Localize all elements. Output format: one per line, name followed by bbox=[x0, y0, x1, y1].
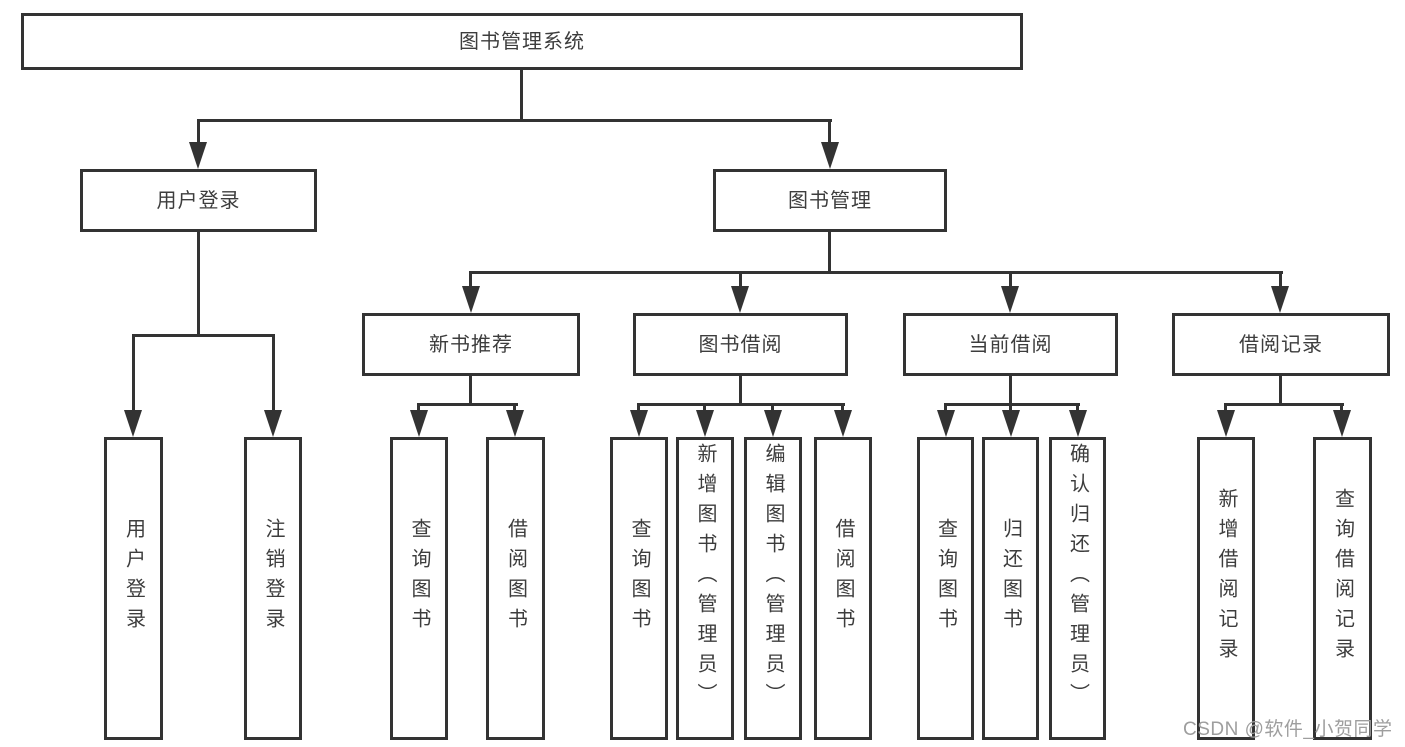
node-label: 查询图书 bbox=[408, 517, 430, 638]
node-label: 借阅记录 bbox=[1239, 333, 1323, 356]
leaf-confirm-return-admin: 确认归还（管理员） bbox=[1049, 437, 1106, 740]
connector-hline bbox=[132, 334, 275, 337]
connector-vline bbox=[469, 374, 472, 405]
node-label: 当前借阅 bbox=[968, 333, 1053, 356]
node-label: 图书管理系统 bbox=[459, 30, 585, 53]
node-label: 查询图书 bbox=[628, 517, 650, 638]
leaf-user-login: 用户登录 bbox=[104, 437, 163, 740]
leaf-logout: 注销登录 bbox=[244, 437, 302, 740]
leaf-add-borrow-record: 新增借阅记录 bbox=[1197, 437, 1255, 740]
node-new-book-recommendation: 新书推荐 bbox=[362, 313, 580, 376]
connector-vline bbox=[841, 403, 844, 413]
connector-vline bbox=[197, 119, 200, 145]
arrowhead-down-icon bbox=[410, 410, 428, 437]
connector-vline bbox=[739, 271, 742, 289]
connector-vline bbox=[828, 230, 831, 273]
leaf-return-book: 归还图书 bbox=[982, 437, 1039, 740]
connector-hline bbox=[1224, 403, 1344, 406]
arrowhead-down-icon bbox=[506, 410, 524, 437]
connector-vline bbox=[637, 403, 640, 413]
node-label: 图书管理 bbox=[788, 189, 872, 212]
arrowhead-down-icon bbox=[124, 410, 142, 437]
connector-vline bbox=[197, 230, 200, 336]
leaf-borrow-books-borrow: 借阅图书 bbox=[814, 437, 872, 740]
arrowhead-down-icon bbox=[834, 410, 852, 437]
node-label: 归还图书 bbox=[999, 517, 1022, 638]
node-label: 注销登录 bbox=[262, 517, 284, 638]
arrowhead-down-icon bbox=[189, 142, 207, 169]
connector-vline bbox=[1076, 403, 1079, 413]
node-book-management: 图书管理 bbox=[713, 169, 947, 232]
leaf-query-books-current: 查询图书 bbox=[917, 437, 974, 740]
leaf-query-borrow-record: 查询借阅记录 bbox=[1313, 437, 1372, 740]
connector-hline bbox=[944, 403, 1080, 406]
connector-vline bbox=[132, 334, 135, 412]
arrowhead-down-icon bbox=[821, 142, 839, 169]
connector-vline bbox=[1340, 403, 1343, 413]
connector-vline bbox=[1009, 403, 1012, 413]
connector-vline bbox=[771, 403, 774, 413]
leaf-query-books-borrow: 查询图书 bbox=[610, 437, 668, 740]
arrowhead-down-icon bbox=[764, 410, 782, 437]
arrowhead-down-icon bbox=[1333, 410, 1351, 437]
leaf-query-books-newbook: 查询图书 bbox=[390, 437, 448, 740]
node-label: 图书借阅 bbox=[698, 333, 783, 356]
arrowhead-down-icon bbox=[696, 410, 714, 437]
node-label: 新增借阅记录 bbox=[1215, 487, 1237, 668]
node-label: 借阅图书 bbox=[504, 517, 527, 638]
connector-vline bbox=[513, 403, 516, 413]
connector-hline bbox=[469, 271, 1283, 274]
connector-vline bbox=[739, 374, 742, 405]
csdn-watermark: CSDN @软件_小贺同学 bbox=[1183, 719, 1393, 740]
node-label: 新书推荐 bbox=[429, 333, 513, 356]
node-label: 用户登录 bbox=[156, 189, 241, 212]
arrowhead-down-icon bbox=[264, 410, 282, 437]
connector-vline bbox=[417, 403, 420, 413]
arrowhead-down-icon bbox=[1001, 286, 1019, 313]
node-label: 确认归还（管理员） bbox=[1066, 442, 1089, 713]
connector-vline bbox=[1279, 271, 1282, 289]
connector-vline bbox=[703, 403, 706, 413]
connector-vline bbox=[520, 68, 523, 121]
leaf-edit-book-admin: 编辑图书（管理员） bbox=[744, 437, 802, 740]
arrowhead-down-icon bbox=[1002, 410, 1020, 437]
connector-hline bbox=[637, 403, 845, 406]
connector-vline bbox=[272, 334, 275, 412]
node-user-login: 用户登录 bbox=[80, 169, 317, 232]
connector-hline bbox=[417, 403, 518, 406]
connector-vline bbox=[1279, 374, 1282, 405]
connector-vline bbox=[828, 119, 831, 145]
arrowhead-down-icon bbox=[731, 286, 749, 313]
arrowhead-down-icon bbox=[1069, 410, 1087, 437]
arrowhead-down-icon bbox=[630, 410, 648, 437]
node-label: 新增图书（管理员） bbox=[694, 442, 716, 713]
leaf-add-book-admin: 新增图书（管理员） bbox=[676, 437, 734, 740]
node-label: 查询图书 bbox=[934, 517, 957, 638]
connector-vline bbox=[1009, 374, 1012, 405]
node-label: 查询借阅记录 bbox=[1331, 487, 1354, 668]
node-label: 借阅图书 bbox=[832, 517, 854, 638]
node-current-borrowing: 当前借阅 bbox=[903, 313, 1118, 376]
arrowhead-down-icon bbox=[937, 410, 955, 437]
node-label: 编辑图书（管理员） bbox=[762, 442, 784, 713]
leaf-borrow-books-newbook: 借阅图书 bbox=[486, 437, 545, 740]
arrowhead-down-icon bbox=[1271, 286, 1289, 313]
connector-hline bbox=[197, 119, 832, 122]
arrowhead-down-icon bbox=[462, 286, 480, 313]
connector-vline bbox=[469, 271, 472, 289]
node-book-borrowing: 图书借阅 bbox=[633, 313, 848, 376]
connector-vline bbox=[1224, 403, 1227, 413]
connector-vline bbox=[944, 403, 947, 413]
node-label: 用户登录 bbox=[122, 517, 145, 638]
node-library-management-system: 图书管理系统 bbox=[21, 13, 1023, 70]
node-borrowing-records: 借阅记录 bbox=[1172, 313, 1390, 376]
arrowhead-down-icon bbox=[1217, 410, 1235, 437]
connector-vline bbox=[1009, 271, 1012, 289]
